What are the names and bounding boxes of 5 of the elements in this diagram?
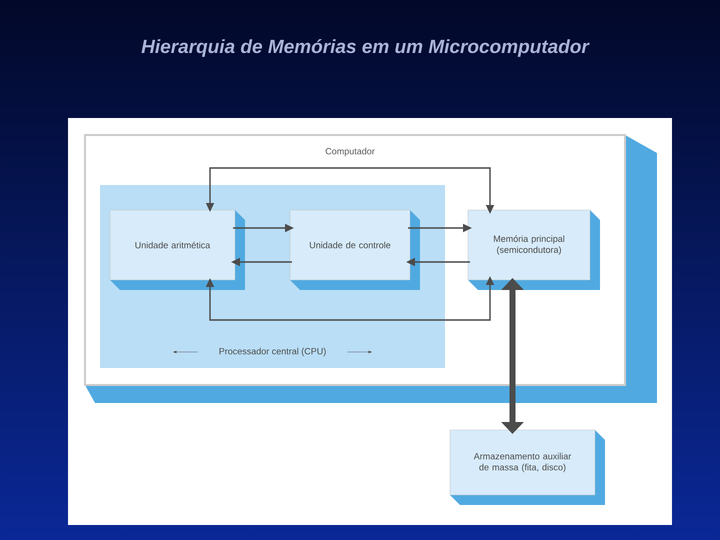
slide-title: Hierarquia de Memórias em um Microcomputador [142, 39, 590, 57]
memory-box: Memória principal (semicondutora) [468, 210, 600, 290]
unit-box: Unidade de controle [290, 210, 420, 290]
storage-box: Armazenamento auxiliar de massa (fita, disco) [450, 430, 605, 505]
unit-box: Unidade aritmética [110, 210, 245, 290]
